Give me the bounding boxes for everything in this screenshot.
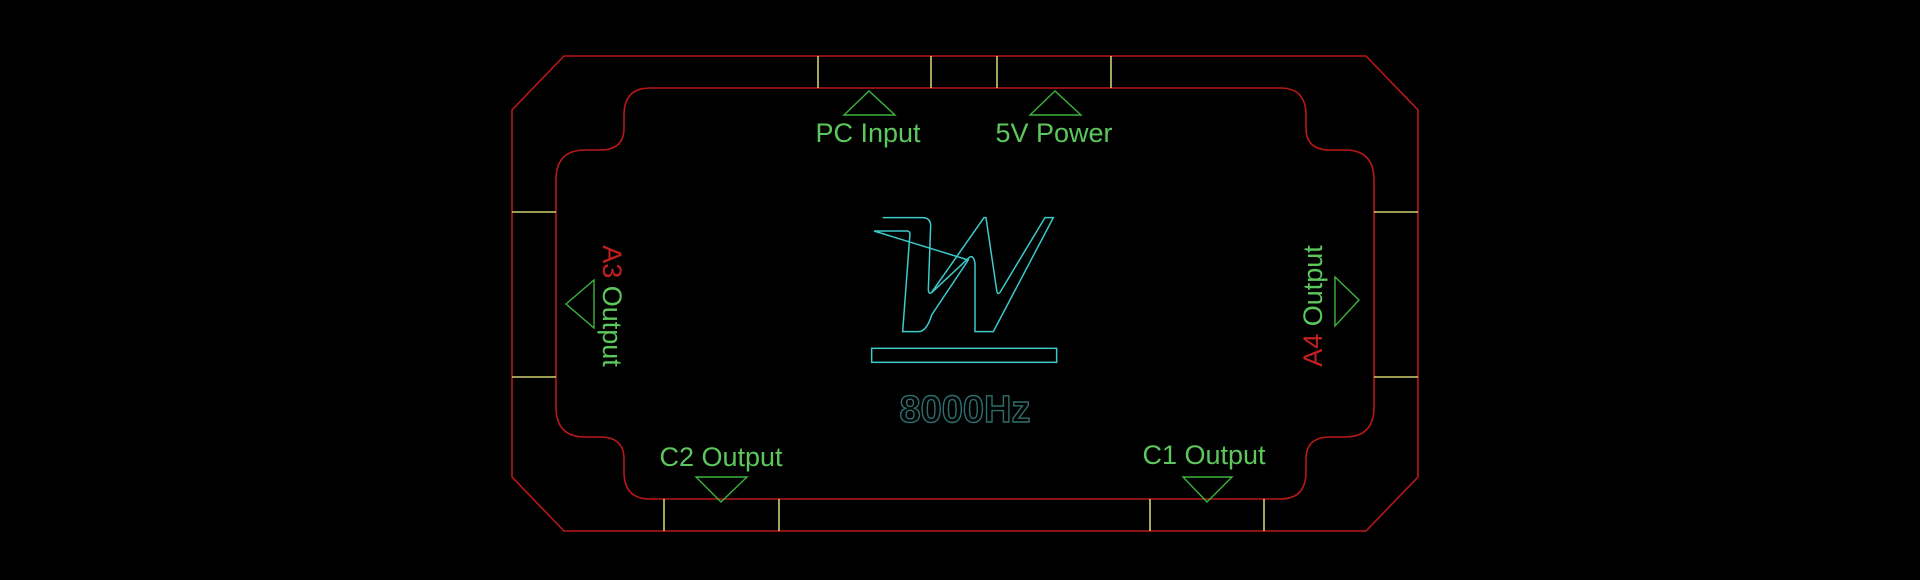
frequency-label: 8000Hz	[900, 389, 1031, 431]
c2-output-triangle-icon	[694, 476, 749, 503]
c2-output-label: C2 Output	[659, 442, 783, 472]
w-logo-icon	[870, 216, 1058, 364]
c1-output-label: C1 Output	[1142, 440, 1266, 470]
a4-prefix: A4	[1298, 334, 1328, 367]
a4-output-label: A4 Output	[1298, 245, 1328, 367]
board-inner-outline	[555, 87, 1375, 500]
power-triangle-icon	[1028, 90, 1083, 116]
pc-input-triangle-icon	[842, 90, 897, 116]
a4-suffix: Output	[1298, 245, 1328, 334]
a3-output-label: A3 Output	[597, 245, 627, 367]
pc-input-label: PC Input	[815, 118, 921, 148]
a4-output-triangle-icon	[1334, 275, 1360, 328]
a3-prefix: A3	[597, 245, 627, 278]
a3-output-triangle-icon	[564, 278, 595, 330]
yellow-ticks	[512, 56, 1418, 531]
board-outer-outline	[511, 55, 1419, 532]
a3-suffix: Output	[597, 278, 627, 367]
power-5v-label: 5V Power	[995, 118, 1112, 148]
c1-output-triangle-icon	[1181, 476, 1234, 504]
